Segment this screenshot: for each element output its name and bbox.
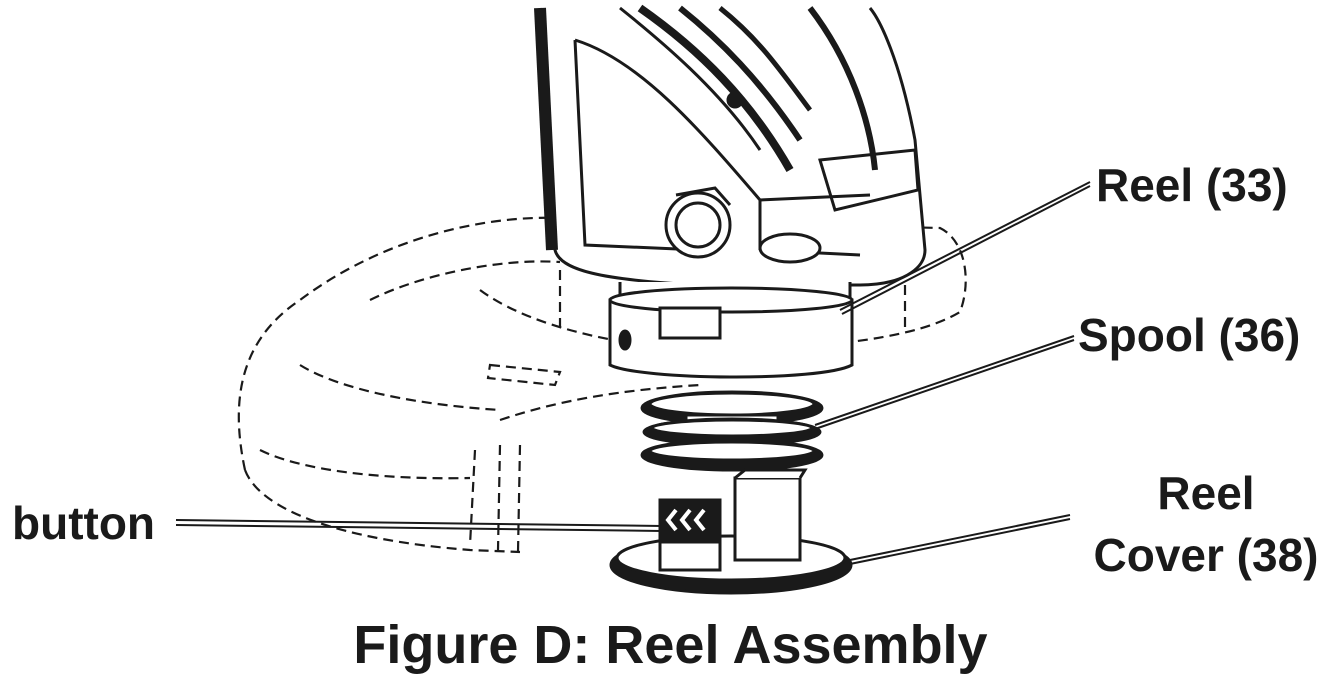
reel-callout-label: Reel (33) (1096, 159, 1288, 211)
dashed-guard-outline (237, 216, 967, 554)
spool-part (640, 390, 824, 472)
reel-cover-callout-label: Reel Cover (38) (1076, 462, 1336, 586)
reel-cover-part (609, 468, 853, 595)
button-callout-label: button (12, 497, 156, 549)
spool-callout-label: Spool (36) (1078, 309, 1301, 361)
reel-part (608, 282, 854, 379)
reel-cover-label-line1: Reel (1157, 467, 1255, 519)
spool-leader-line (814, 335, 1075, 426)
reel-cover-leader-line (849, 514, 1071, 561)
leader-lines (175, 181, 1091, 565)
reel-cover-label-line2: Cover (38) (1093, 529, 1319, 581)
figure-caption: Figure D: Reel Assembly (353, 615, 988, 675)
reel-leader-line (839, 181, 1091, 311)
motor-housing (534, 4, 927, 287)
button-leader-line (175, 519, 663, 527)
